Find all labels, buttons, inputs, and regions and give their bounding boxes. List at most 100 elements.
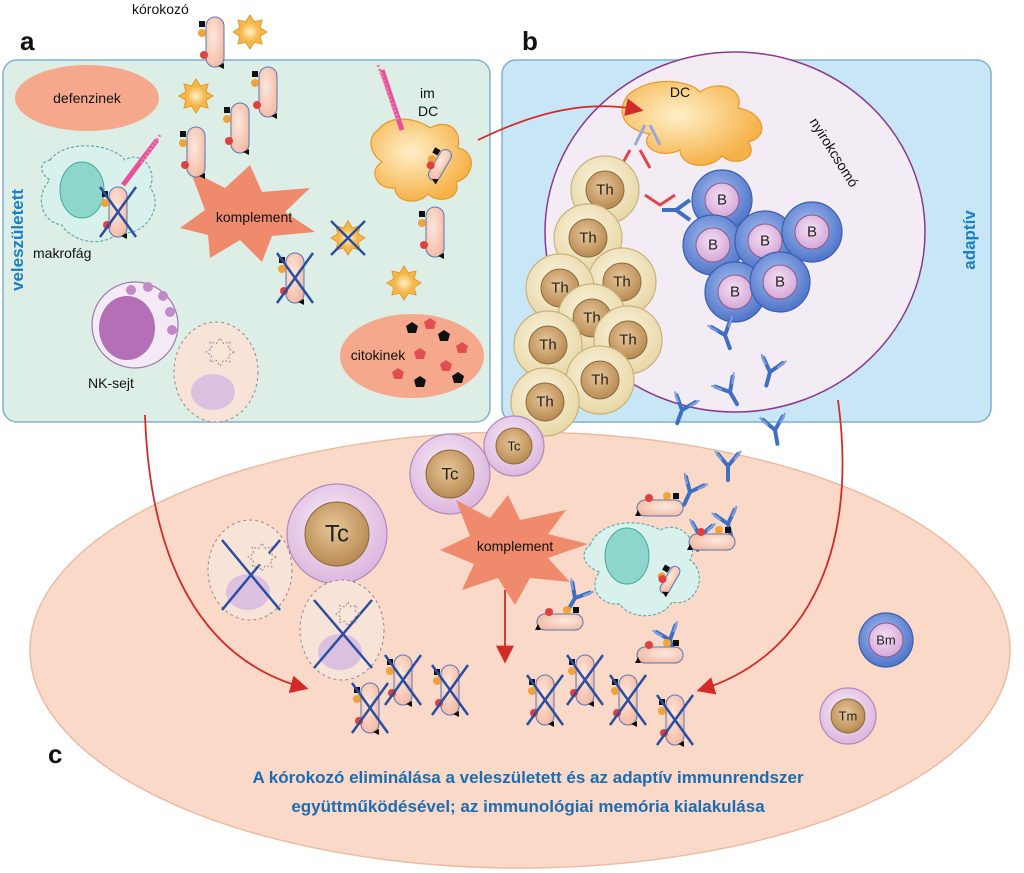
pathogen	[198, 16, 225, 69]
arrow-innate-to-elimination	[144, 414, 309, 693]
complement-star-c	[440, 495, 588, 605]
complement-label: komplement	[216, 209, 292, 225]
tc-cell-small-nucleus	[495, 427, 533, 465]
pathogen-particle	[178, 78, 214, 114]
defensins-blob	[15, 65, 159, 131]
bcr-antibody-icon	[662, 198, 692, 222]
pathogen	[635, 639, 684, 664]
killed-infected-cell-1	[207, 519, 293, 621]
complement-label-c: komplement	[477, 538, 553, 554]
dc-label: DC	[670, 84, 690, 100]
pathogen-label: kórokozó	[132, 1, 189, 17]
killed-pathogen	[525, 674, 565, 727]
dendritic-cell	[621, 80, 763, 166]
imdc-label-line1: im	[420, 85, 435, 101]
antibody-icon	[760, 353, 788, 388]
pathogen-particles	[178, 14, 422, 627]
killed-pathogen	[275, 252, 315, 305]
pathogen	[426, 147, 452, 185]
innate-label: veleszületett	[8, 189, 27, 291]
arrow-imdc-to-dc	[477, 98, 644, 141]
adaptive-label: adaptív	[960, 210, 979, 270]
macrophage-c-nucleus	[604, 527, 650, 585]
tc-cell-medium-nucleus	[425, 449, 475, 499]
pathogens	[98, 16, 736, 747]
b-cell: B	[749, 251, 811, 313]
macrophage-label: makrofág	[33, 245, 91, 261]
b-label: B	[807, 224, 817, 241]
imdc-label-line2: DC	[418, 103, 438, 119]
b-label: B	[730, 284, 740, 301]
panel-letter-c: c	[48, 739, 62, 769]
pathogen-particle	[205, 337, 235, 367]
th-label: Th	[579, 230, 597, 247]
cytokine-molecules	[392, 318, 468, 387]
arrow-adaptive-to-elimination	[696, 399, 844, 695]
caption-line-1: A kórokozó eliminálása a veleszületett é…	[252, 768, 804, 787]
bm-label: Bm	[876, 633, 896, 648]
killed-pathogen-particle	[330, 220, 366, 256]
immature-dc-cell	[370, 118, 472, 202]
pathogen-particle	[247, 542, 277, 572]
tc-cell-large-nucleus	[304, 501, 370, 567]
nk-cell-nucleus	[99, 296, 155, 360]
pink-receptor-icon	[121, 134, 162, 187]
antibody-icon	[682, 472, 709, 507]
tc-label-2: Tc	[442, 465, 460, 484]
th-label: Th	[591, 372, 609, 389]
antibody-icon	[673, 391, 700, 426]
pathogen-particle	[335, 601, 361, 627]
pathogen-particle	[232, 14, 268, 50]
th-label: Th	[613, 274, 631, 291]
caption-line-2: együttműködésével; az immunológiai memór…	[291, 797, 765, 816]
antibody-icon	[714, 450, 742, 482]
antibody-icon	[758, 412, 787, 446]
b-label: B	[708, 237, 718, 254]
pathogen	[251, 66, 278, 119]
killed-pathogen	[383, 654, 423, 707]
nk-granules	[126, 282, 177, 335]
antibody-icon	[707, 316, 734, 351]
pathogen	[179, 126, 206, 179]
th-cell: Th	[513, 310, 583, 380]
tc-label-1: Tc	[508, 439, 522, 454]
panel-letter-a: a	[20, 26, 35, 56]
b-label: B	[717, 192, 727, 209]
pathogen	[535, 606, 584, 631]
tm-label: Tm	[839, 709, 858, 724]
imdc-receptor-icon	[376, 64, 405, 131]
b-cells: B B B B B B	[682, 169, 843, 323]
cytokines-label: citokinek	[351, 347, 406, 363]
mhc-tcr-complex-icon	[618, 124, 676, 207]
b-label: B	[760, 233, 770, 250]
b-label: B	[775, 274, 785, 291]
killed-pathogen	[608, 674, 648, 727]
infected-cell-nucleus	[191, 374, 235, 410]
th-label: Th	[539, 337, 557, 354]
pathogen	[687, 526, 736, 551]
nk-cell-label: NK-sejt	[88, 375, 134, 391]
killed-pathogen	[98, 186, 138, 239]
pathogen	[657, 564, 681, 598]
pathogen-particle	[386, 265, 422, 301]
complement-star	[180, 165, 315, 262]
defensins-label: defenzinek	[53, 90, 122, 106]
panel-letter-b: b	[522, 26, 538, 56]
th-label: Th	[551, 280, 569, 297]
pathogen	[223, 102, 250, 155]
killed-pathogen	[430, 664, 470, 717]
b-cell: B	[781, 201, 843, 263]
antibody-icon	[710, 372, 739, 407]
tc-label-3: Tc	[325, 521, 349, 548]
th-label: Th	[619, 332, 637, 349]
th-label: Th	[536, 394, 554, 411]
killed-pathogen	[655, 694, 695, 747]
killed-pathogen	[565, 654, 605, 707]
memory-b-cell-nucleus	[868, 622, 904, 658]
memory-t-cell-nucleus	[830, 698, 866, 734]
killed-pathogen	[350, 682, 390, 735]
killed-infected-cell-2	[299, 579, 385, 681]
b-cell: B	[682, 214, 744, 276]
